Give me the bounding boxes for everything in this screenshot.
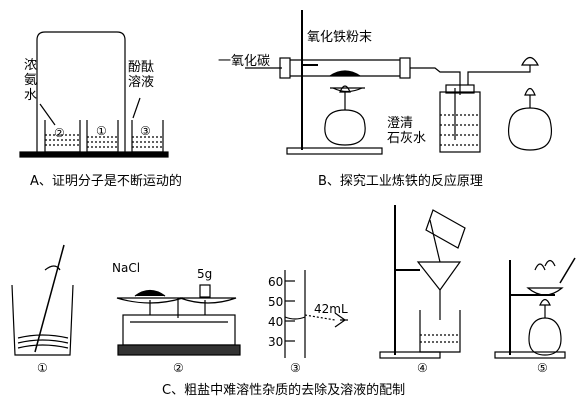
tick-50: 50 — [268, 295, 284, 309]
alcohol-lamp-b1 — [324, 109, 366, 146]
step-2: ② — [173, 361, 184, 375]
caption-c: C、粗盐中难溶性杂质的去除及溶液的配制 — [162, 383, 406, 398]
step-3: ③ — [290, 361, 301, 375]
tick-30: 30 — [268, 335, 284, 349]
label-fe2o3: 氧化铁粉末 — [307, 30, 373, 45]
beaker-label-1: ① — [96, 124, 107, 138]
label-nacl: NaCl — [112, 261, 141, 275]
panel-a-apparatus — [19, 31, 169, 158]
funnel — [416, 261, 462, 292]
tick-40: 40 — [268, 315, 284, 329]
alcohol-lamp-b2 — [508, 107, 552, 151]
pouring-beaker — [425, 209, 466, 249]
bench — [19, 151, 169, 158]
bell-jar — [36, 31, 126, 152]
label-42ml: 42mL — [314, 302, 348, 316]
panel-b-apparatus — [245, 10, 552, 155]
label-conc-ammonia: 浓 氨 水 — [24, 58, 38, 103]
label-limewater: 澄清 石灰水 — [387, 116, 427, 146]
right-pan — [179, 297, 237, 304]
step-5: ⑤ — [537, 361, 548, 375]
label-co: 一氧化碳 — [218, 54, 271, 69]
weight — [199, 284, 211, 298]
beaker-label-3: ③ — [140, 124, 151, 138]
meniscus — [284, 316, 306, 320]
alcohol-lamp-c — [528, 317, 562, 356]
eye — [334, 312, 348, 328]
evaporating-dish — [526, 287, 564, 296]
limewater-bottle — [439, 91, 481, 153]
beaker-label-2: ② — [54, 126, 65, 140]
beaker-1 — [86, 120, 119, 153]
label-phenolphthalein: 酚酞 溶液 — [128, 60, 155, 90]
beaker-3 — [131, 120, 164, 153]
caption-a: A、证明分子是不断运动的 — [30, 174, 182, 189]
stand-base — [286, 147, 383, 155]
beaker-2 — [44, 120, 81, 153]
caption-b: B、探究工业炼铁的反应原理 — [318, 174, 483, 189]
balance-body — [122, 314, 236, 346]
filtrate-beaker — [419, 310, 461, 353]
dissolving-beaker — [11, 284, 74, 356]
label-5g: 5g — [197, 267, 213, 281]
step-4: ④ — [417, 361, 428, 375]
step-1: ① — [37, 361, 48, 375]
tick-60: 60 — [268, 275, 284, 289]
fe2o3-powder — [329, 70, 361, 77]
panel-c-apparatus — [11, 205, 576, 359]
stirring-rod — [34, 244, 65, 353]
